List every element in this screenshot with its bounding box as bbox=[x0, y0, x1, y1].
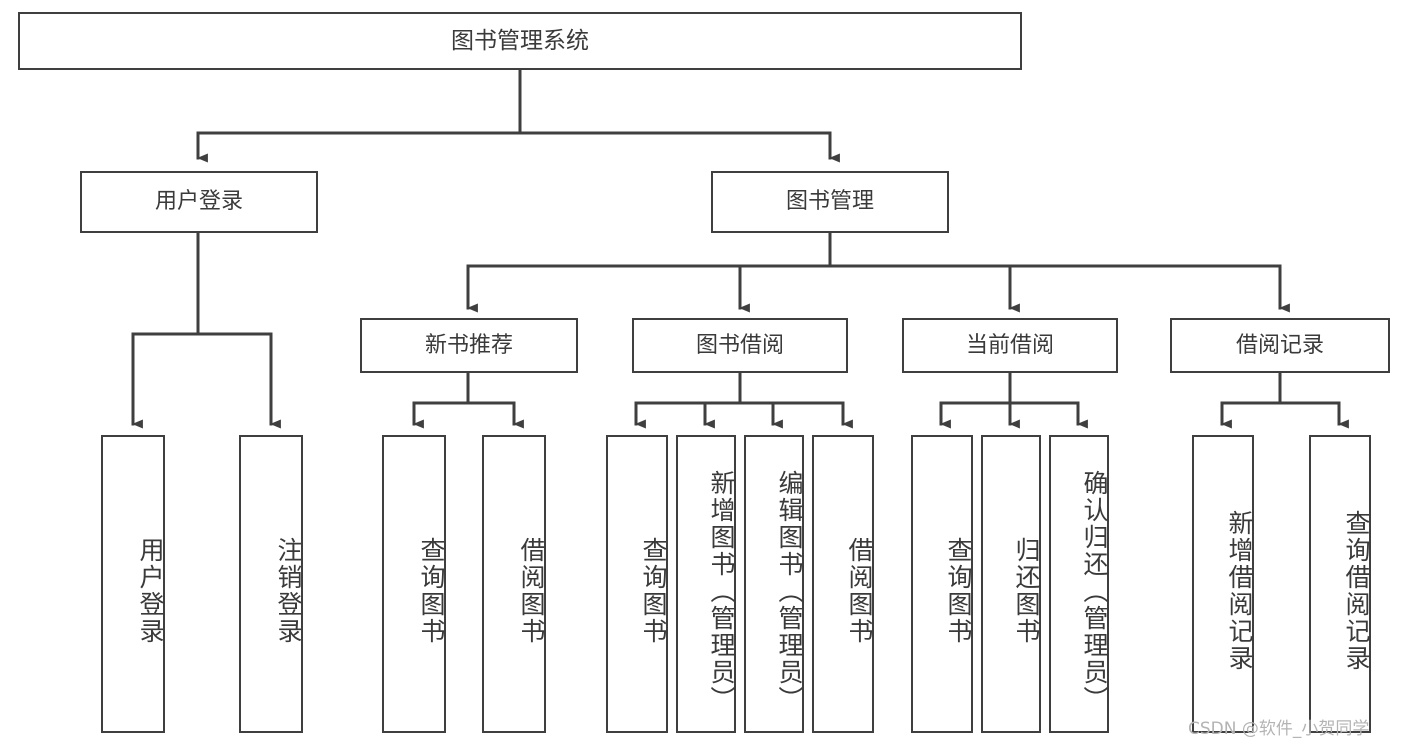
node-user-login-label: 用户登录 bbox=[154, 189, 243, 215]
leaf-add-record[interactable]: 新增借阅记录 bbox=[1192, 435, 1254, 733]
leaf-borrow-book-2[interactable]: 借阅图书 bbox=[812, 435, 874, 733]
leaf-borrow-book-1[interactable]: 借阅图书 bbox=[482, 435, 546, 733]
leaf-return-book-label: 归还图书 bbox=[1012, 537, 1041, 645]
leaf-edit-book[interactable]: 编辑图书（管理员） bbox=[744, 435, 804, 733]
leaf-query-record[interactable]: 查询借阅记录 bbox=[1309, 435, 1371, 733]
leaf-query-book-2-label: 查询图书 bbox=[639, 537, 668, 645]
leaf-query-book-2[interactable]: 查询图书 bbox=[606, 435, 668, 733]
leaf-logout-login-label: 注销登录 bbox=[274, 537, 303, 645]
leaf-borrow-book-2-label: 借阅图书 bbox=[845, 537, 874, 645]
leaf-confirm-return[interactable]: 确认归还（管理员） bbox=[1049, 435, 1109, 733]
leaf-logout-login[interactable]: 注销登录 bbox=[239, 435, 303, 733]
leaf-user-login-label: 用户登录 bbox=[136, 537, 165, 645]
leaf-query-book-1[interactable]: 查询图书 bbox=[382, 435, 446, 733]
node-user-login[interactable]: 用户登录 bbox=[80, 171, 318, 233]
node-root-label: 图书管理系统 bbox=[451, 27, 589, 54]
leaf-user-login[interactable]: 用户登录 bbox=[101, 435, 165, 733]
node-book-manage[interactable]: 图书管理 bbox=[711, 171, 949, 233]
leaf-query-book-1-label: 查询图书 bbox=[417, 537, 446, 645]
node-current-borrow[interactable]: 当前借阅 bbox=[902, 318, 1118, 373]
leaf-add-record-label: 新增借阅记录 bbox=[1225, 510, 1254, 672]
leaf-query-record-label: 查询借阅记录 bbox=[1342, 510, 1371, 672]
node-new-book-recommend-label: 新书推荐 bbox=[424, 332, 513, 358]
leaf-query-book-3[interactable]: 查询图书 bbox=[911, 435, 973, 733]
leaf-query-book-3-label: 查询图书 bbox=[944, 537, 973, 645]
leaf-edit-book-label: 编辑图书（管理员） bbox=[775, 469, 804, 713]
leaf-confirm-return-label: 确认归还（管理员） bbox=[1080, 469, 1109, 713]
leaf-add-book-label: 新增图书（管理员） bbox=[707, 469, 736, 713]
watermark-text: CSDN @软件_小贺同学 bbox=[1188, 719, 1370, 739]
node-borrow-record-label: 借阅记录 bbox=[1235, 332, 1324, 358]
leaf-borrow-book-1-label: 借阅图书 bbox=[517, 537, 546, 645]
node-new-book-recommend[interactable]: 新书推荐 bbox=[360, 318, 578, 373]
node-current-borrow-label: 当前借阅 bbox=[965, 332, 1054, 358]
node-book-manage-label: 图书管理 bbox=[785, 189, 874, 215]
node-root[interactable]: 图书管理系统 bbox=[18, 12, 1022, 70]
node-book-borrow-label: 图书借阅 bbox=[695, 332, 784, 358]
node-borrow-record[interactable]: 借阅记录 bbox=[1170, 318, 1390, 373]
leaf-add-book[interactable]: 新增图书（管理员） bbox=[676, 435, 736, 733]
node-book-borrow[interactable]: 图书借阅 bbox=[632, 318, 848, 373]
leaf-return-book[interactable]: 归还图书 bbox=[981, 435, 1041, 733]
